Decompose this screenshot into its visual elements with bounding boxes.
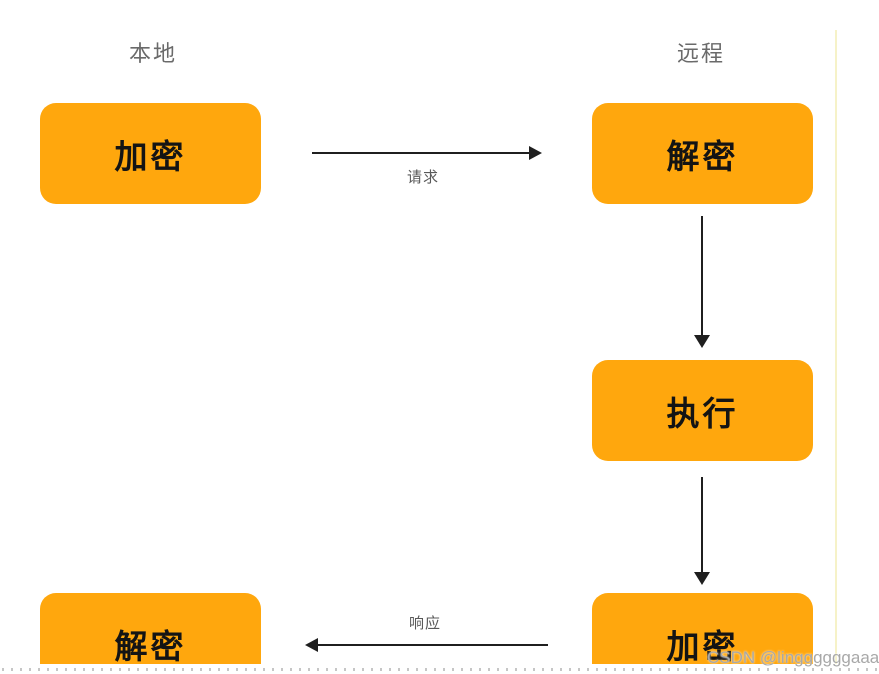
arrow-response-line [317, 644, 548, 646]
arrowhead-right-icon [529, 146, 542, 160]
edge-label-request: 请求 [406, 169, 439, 186]
node-execute-remote: 执行 [592, 360, 813, 461]
node-decrypt-local: 解密 [40, 593, 261, 664]
arrow-decrypt-to-execute-line [701, 216, 703, 335]
page-guide-line [835, 30, 837, 664]
edge-label-response: 响应 [408, 615, 441, 632]
arrow-execute-to-encrypt-line [701, 477, 703, 572]
arrowhead-down-icon [694, 572, 710, 585]
column-header-remote: 远程 [676, 41, 725, 66]
node-decrypt-remote: 解密 [592, 103, 813, 204]
node-label: 加密 [114, 137, 187, 175]
column-header-local: 本地 [128, 41, 177, 66]
node-encrypt-local: 加密 [40, 103, 261, 204]
node-label: 解密 [114, 627, 187, 665]
arrow-request-line [312, 152, 529, 154]
arrowhead-left-icon [305, 638, 318, 652]
node-encrypt-remote: 加密 [592, 593, 813, 664]
arrowhead-down-icon [694, 335, 710, 348]
node-label: 解密 [666, 137, 739, 175]
dotted-separator [2, 668, 877, 671]
csdn-watermark: CSDN @linggggggaaaa [707, 648, 879, 667]
node-label: 执行 [666, 394, 739, 432]
node-label: 加密 [666, 627, 739, 665]
